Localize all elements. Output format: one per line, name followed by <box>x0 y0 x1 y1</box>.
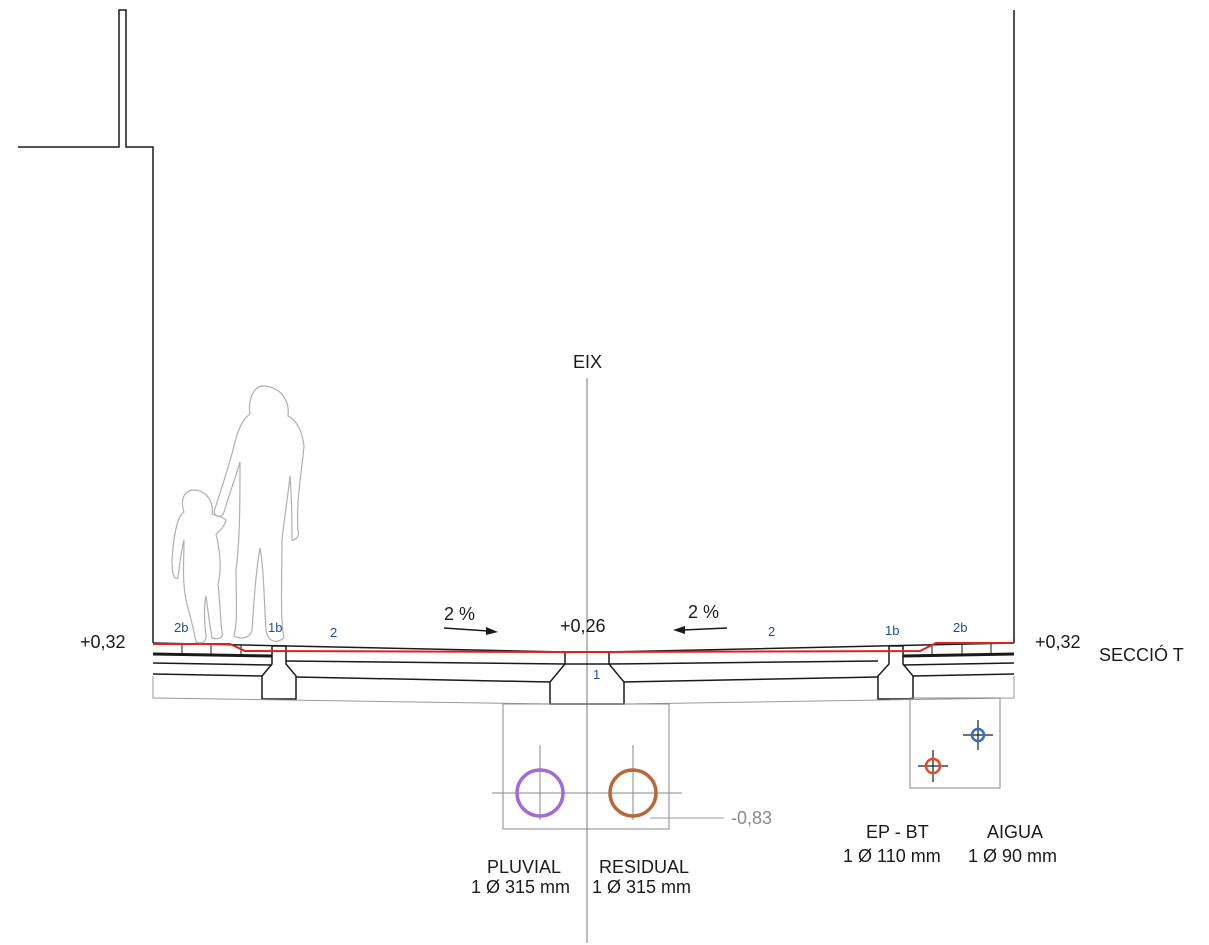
axis-label: EIX <box>573 352 602 372</box>
layer-code-center-1: 1 <box>593 667 600 682</box>
slope-arrow-right <box>673 626 728 634</box>
aigua-pipe-icon <box>970 727 986 743</box>
arrow-right-icon <box>486 627 498 635</box>
trench-utilities <box>909 697 1001 789</box>
level-center: +0,26 <box>560 616 606 636</box>
level-right: +0,32 <box>1035 632 1081 652</box>
ep-bt-spec: 1 Ø 110 mm <box>843 846 941 866</box>
child-figure <box>171 489 227 644</box>
trench-sewer <box>502 703 670 830</box>
ep-bt-name: EP - BT <box>866 822 929 842</box>
residual-name: RESIDUAL <box>599 857 689 877</box>
layer-code-right-2: 2 <box>768 624 775 639</box>
pipe-pluvial <box>492 745 682 820</box>
finish-layer-line <box>153 642 1014 653</box>
pluvial-pipe-icon <box>515 768 565 818</box>
pedestrians-silhouette <box>171 385 305 644</box>
residual-pipe-icon <box>608 768 658 818</box>
pluvial-spec: 1 Ø 315 mm <box>471 877 570 897</box>
level-left: +0,32 <box>80 632 126 652</box>
layer-code-left-2b: 2b <box>174 620 188 635</box>
layer-code-right-2b: 2b <box>953 620 967 635</box>
pipe-aigua <box>963 720 993 750</box>
layer-code-left-1b: 1b <box>268 620 282 635</box>
slope-arrow-left <box>443 627 498 635</box>
adult-figure <box>213 385 305 642</box>
pipe-depth-level: -0,83 <box>731 808 772 828</box>
ep-bt-pipe-icon <box>924 757 942 775</box>
aigua-spec: 1 Ø 90 mm <box>968 846 1057 866</box>
section-label: SECCIÓ T <box>1099 644 1184 665</box>
slope-left: 2 % <box>444 604 475 624</box>
pluvial-name: PLUVIAL <box>487 857 561 877</box>
residual-spec: 1 Ø 315 mm <box>592 877 691 897</box>
arrow-left-icon <box>673 626 685 634</box>
left-facade <box>18 9 154 643</box>
pipe-residual <box>608 745 658 820</box>
layer-code-right-1b: 1b <box>885 623 899 638</box>
subgrade-line <box>152 676 1015 705</box>
layer-code-left-2: 2 <box>330 625 337 640</box>
aigua-name: AIGUA <box>987 822 1043 842</box>
pipe-ep-bt <box>918 750 948 782</box>
slope-right: 2 % <box>688 602 719 622</box>
